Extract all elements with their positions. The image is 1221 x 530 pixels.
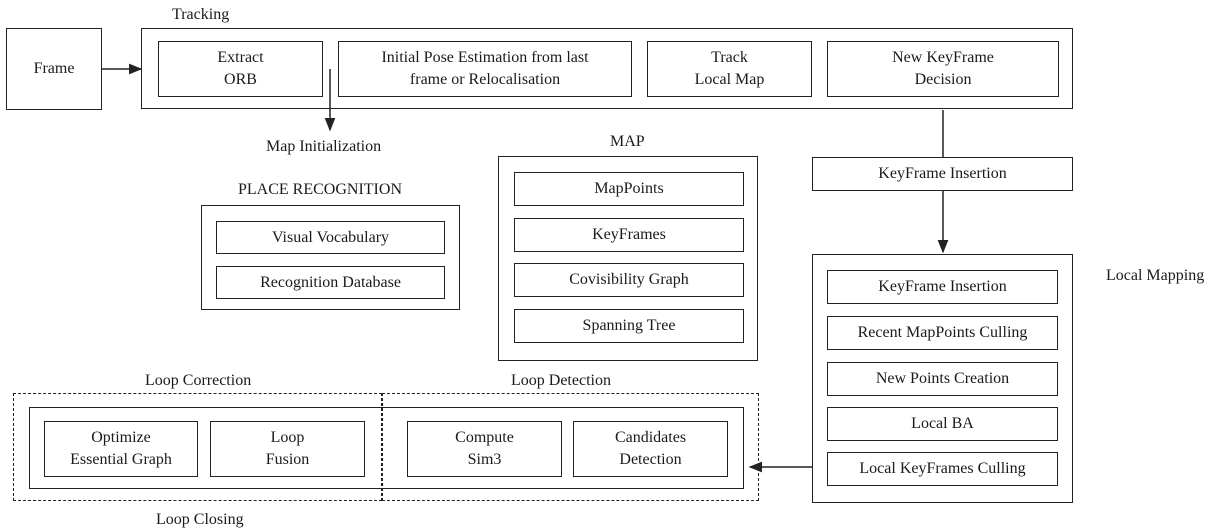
loop-detection-region xyxy=(382,393,759,501)
map-initialization-label: Map Initialization xyxy=(266,138,382,155)
local-ba-box: Local BA xyxy=(827,407,1058,441)
keyframe-insertion-box: KeyFrame Insertion xyxy=(812,157,1073,191)
candidates-detection-box: Candidates Detection xyxy=(573,421,728,477)
tracking-group xyxy=(141,28,1073,109)
loop-closing-title: Loop Closing xyxy=(156,511,244,528)
extract-orb-box: Extract ORB xyxy=(158,41,323,97)
place-recognition-title: PLACE RECOGNITION xyxy=(238,181,402,198)
frame-box: Frame xyxy=(6,28,102,110)
recent-mappoints-culling-box: Recent MapPoints Culling xyxy=(827,316,1058,350)
spanning-tree-box: Spanning Tree xyxy=(514,309,744,343)
lm-keyframe-insertion-box: KeyFrame Insertion xyxy=(827,270,1058,304)
loop-fusion-box: Loop Fusion xyxy=(210,421,365,477)
local-mapping-title: Local Mapping xyxy=(1106,267,1205,284)
map-title: MAP xyxy=(610,133,645,150)
new-points-creation-box: New Points Creation xyxy=(827,362,1058,396)
loop-closing-group xyxy=(29,407,744,489)
track-local-map-box: Track Local Map xyxy=(647,41,812,97)
local-keyframes-culling-box: Local KeyFrames Culling xyxy=(827,452,1058,486)
local-mapping-group xyxy=(812,254,1073,503)
loop-correction-region xyxy=(13,393,382,501)
tracking-title: Tracking xyxy=(172,6,230,23)
loop-detection-title: Loop Detection xyxy=(511,372,611,389)
visual-vocabulary-box: Visual Vocabulary xyxy=(216,221,445,254)
initial-pose-estimation-box: Initial Pose Estimation from last frame … xyxy=(338,41,632,97)
loop-correction-title: Loop Correction xyxy=(145,372,252,389)
covisibility-graph-box: Covisibility Graph xyxy=(514,263,744,297)
mappoints-box: MapPoints xyxy=(514,172,744,206)
map-group xyxy=(498,156,758,361)
new-keyframe-decision-box: New KeyFrame Decision xyxy=(827,41,1059,97)
place-recognition-group xyxy=(201,205,460,310)
keyframes-box: KeyFrames xyxy=(514,218,744,252)
recognition-database-box: Recognition Database xyxy=(216,266,445,299)
optimize-essential-graph-box: Optimize Essential Graph xyxy=(44,421,198,477)
compute-sim3-box: Compute Sim3 xyxy=(407,421,562,477)
